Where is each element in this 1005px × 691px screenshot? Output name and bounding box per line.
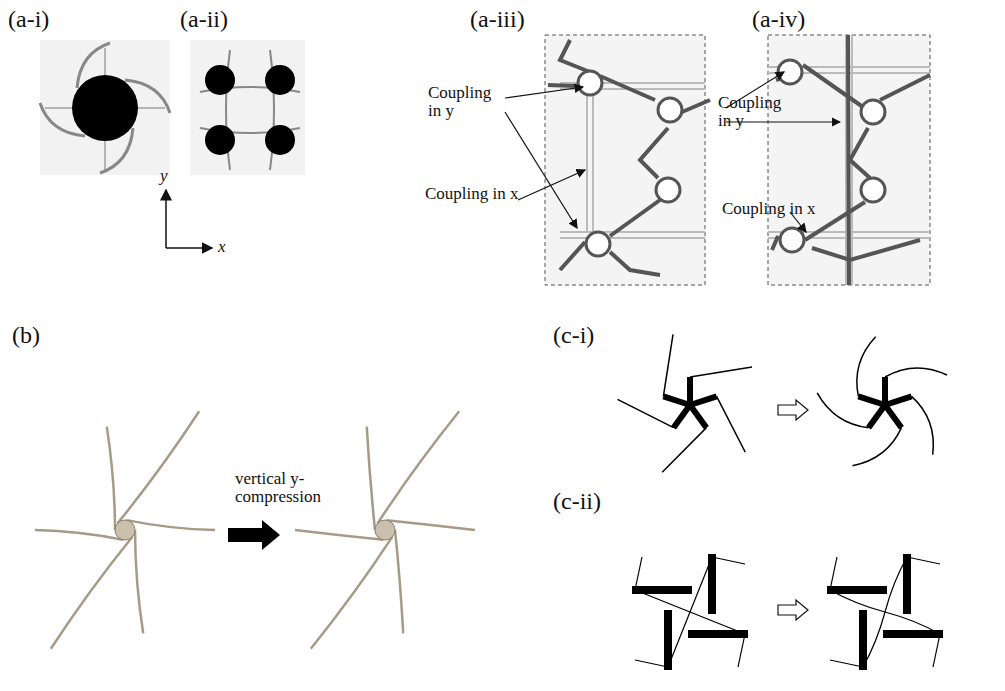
stroke <box>882 377 888 405</box>
stroke <box>635 610 690 670</box>
stroke <box>690 405 706 428</box>
stroke <box>885 394 939 464</box>
stroke <box>663 396 690 405</box>
arrow-label: vertical y-compression <box>235 470 345 506</box>
stroke <box>885 405 901 428</box>
stroke <box>295 530 383 540</box>
stroke <box>690 396 717 405</box>
callout-text: Coupling in y <box>428 84 508 120</box>
stroke <box>827 557 887 612</box>
stroke <box>635 557 642 590</box>
stroke <box>51 537 133 649</box>
stroke <box>690 367 752 377</box>
callout-text: Coupling in y <box>718 94 798 130</box>
arrow <box>778 600 808 620</box>
panel-ground <box>40 40 170 175</box>
arrow <box>228 520 280 550</box>
stroke <box>654 334 683 396</box>
callout-text: Coupling in x <box>722 200 817 218</box>
stroke <box>885 368 947 377</box>
stroke <box>858 396 885 405</box>
stroke <box>885 396 912 405</box>
panel-label: (b) <box>12 322 40 349</box>
panel-ground <box>190 40 305 175</box>
stroke <box>674 405 690 428</box>
stroke <box>635 660 668 667</box>
stroke <box>635 590 690 612</box>
stroke <box>118 411 200 523</box>
stroke <box>656 428 712 473</box>
stroke <box>813 369 885 435</box>
panel-label: (a-iii) <box>470 6 525 33</box>
stroke <box>690 612 745 634</box>
stroke <box>830 660 863 667</box>
stroke <box>387 520 475 530</box>
stroke <box>311 537 393 649</box>
stroke <box>850 335 904 405</box>
stroke <box>885 612 940 634</box>
panel-label: (a-ii) <box>180 6 228 33</box>
stroke <box>378 411 460 523</box>
stroke <box>885 554 940 614</box>
stroke <box>712 557 745 564</box>
unit-cell <box>768 35 930 285</box>
stroke <box>851 428 906 472</box>
leader-line <box>505 72 840 232</box>
stroke <box>912 394 940 456</box>
stroke <box>127 520 215 530</box>
axis <box>165 190 167 248</box>
stroke <box>640 405 712 472</box>
stroke <box>688 612 748 667</box>
stroke <box>668 612 690 667</box>
panel-label: (a-i) <box>8 6 49 33</box>
stroke <box>690 367 752 405</box>
stroke <box>883 612 943 667</box>
stroke <box>367 427 375 530</box>
stroke <box>632 557 692 612</box>
stroke <box>35 530 123 540</box>
stroke <box>885 368 947 405</box>
stroke <box>863 612 885 667</box>
arrow <box>778 400 808 420</box>
stroke <box>690 554 745 614</box>
stroke <box>850 335 878 397</box>
panel-label: (c-i) <box>553 322 594 349</box>
stroke <box>830 590 885 612</box>
stroke <box>869 405 885 428</box>
stroke <box>835 405 907 471</box>
panel-label: (c-ii) <box>553 488 601 515</box>
stroke <box>830 610 885 670</box>
stroke <box>933 634 940 667</box>
stroke <box>738 634 745 667</box>
unit-cell <box>545 35 705 285</box>
stroke <box>618 369 690 436</box>
stroke <box>690 393 745 464</box>
stroke <box>687 377 693 405</box>
stroke <box>395 530 403 633</box>
panel-label: (a-iv) <box>752 6 805 33</box>
axis-label: y <box>160 166 168 186</box>
callout-text: Coupling in x <box>425 185 520 203</box>
axis <box>166 247 212 249</box>
axis-label: x <box>218 237 226 257</box>
stroke <box>690 557 712 612</box>
stroke <box>654 334 709 405</box>
stroke <box>717 393 746 455</box>
stroke <box>907 557 940 564</box>
stroke <box>135 530 143 633</box>
stroke <box>885 557 907 612</box>
node-disk <box>72 75 138 141</box>
stroke <box>830 557 837 590</box>
stroke <box>107 427 115 530</box>
